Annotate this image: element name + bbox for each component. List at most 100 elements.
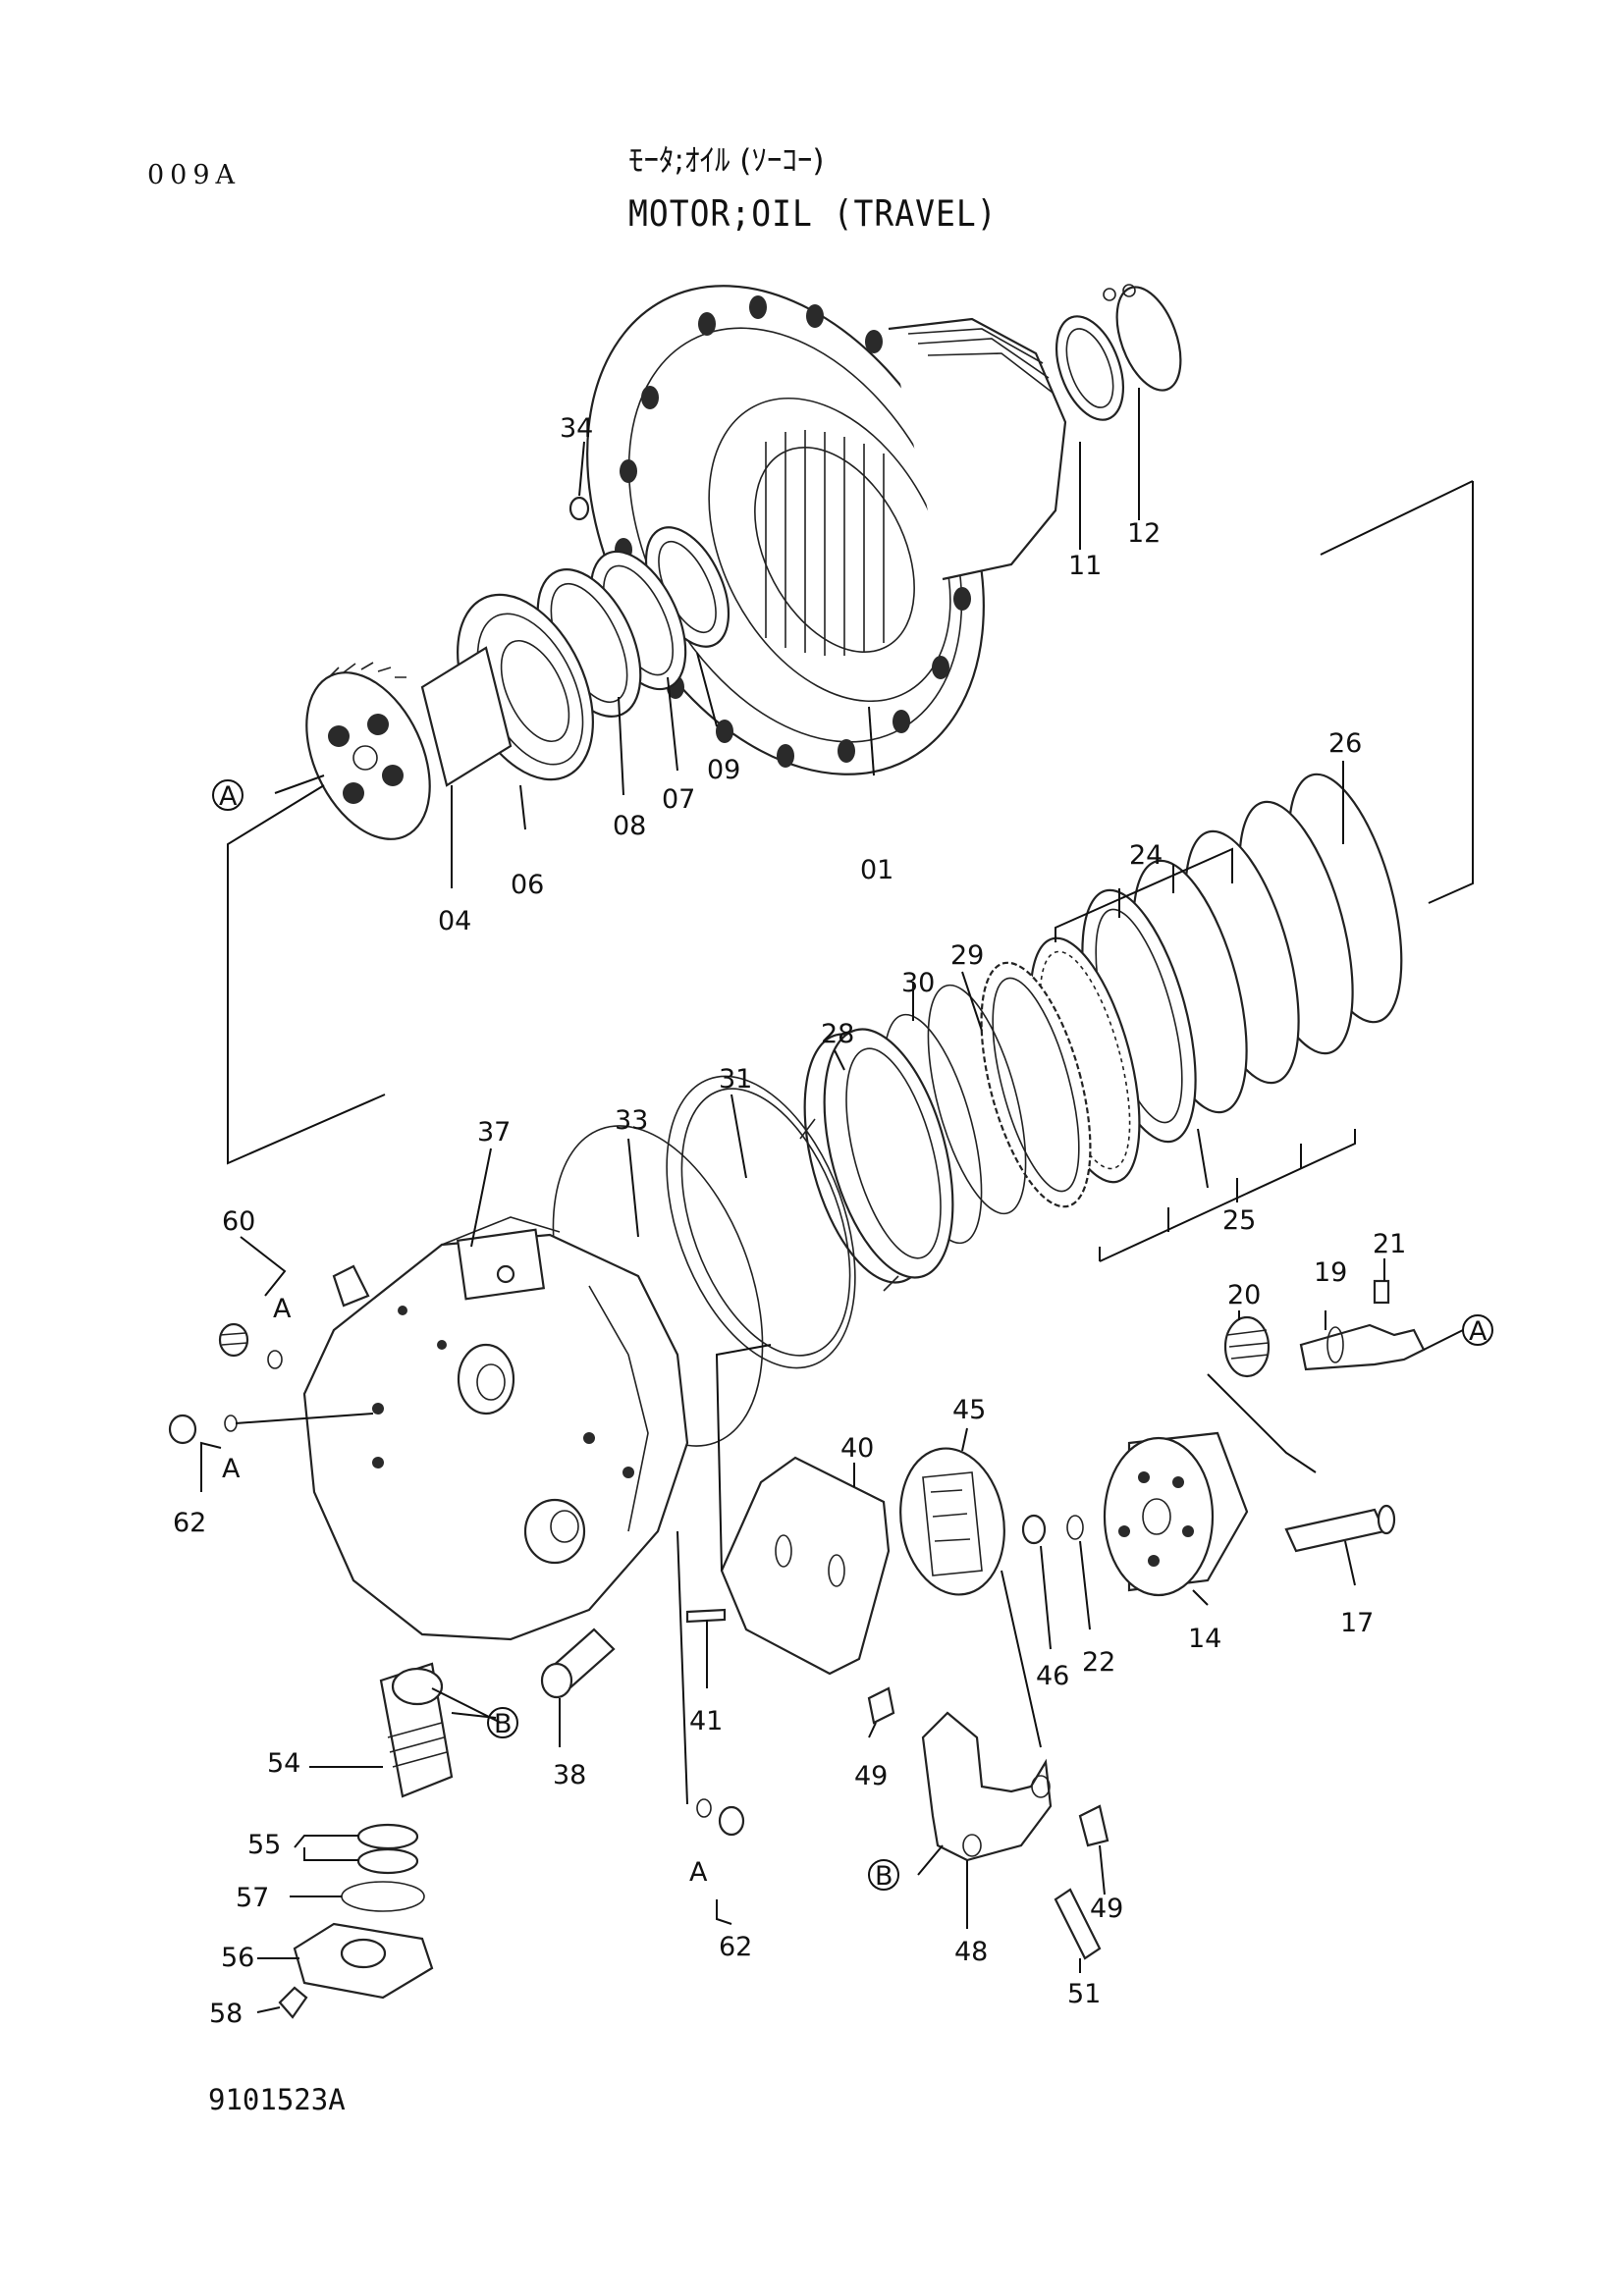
callout-45: 45	[952, 1395, 986, 1425]
part-41-pin	[685, 1608, 727, 1624]
callout-17: 17	[1340, 1608, 1374, 1638]
callout-labels: 34 11 12 01 09 07 08 06 04 26 24 25 29 3…	[173, 413, 1406, 2029]
part-56-flange	[293, 1922, 434, 2000]
callout-46: 46	[1036, 1661, 1069, 1691]
part-60-plug	[218, 1322, 283, 1369]
callout-38: 38	[553, 1760, 586, 1790]
callout-33: 33	[615, 1105, 648, 1136]
reference-circle-a-upper-label: A	[219, 781, 238, 812]
bracket-24	[1055, 847, 1233, 942]
reference-circle-b-right-label: B	[875, 1861, 893, 1892]
leader-lines	[200, 388, 1464, 2013]
callout-41: 41	[689, 1706, 723, 1736]
part-29-ring	[927, 984, 1027, 1215]
reference-bracket-a	[227, 784, 386, 1165]
part-22-snap-ring	[1066, 1515, 1084, 1540]
part-62-plug-right	[676, 1530, 745, 1837]
callout-08: 08	[613, 811, 646, 841]
reference-circle-a-upper	[212, 779, 243, 811]
part-31-ring	[666, 1075, 856, 1369]
callout-07: 07	[662, 784, 695, 815]
reference-circle-b-right	[868, 1859, 899, 1891]
callout-51: 51	[1067, 1979, 1101, 2009]
callout-11: 11	[1068, 551, 1102, 581]
part-12-snap-ring	[1103, 284, 1182, 392]
part-55-washers	[356, 1823, 419, 1875]
callout-20: 20	[1227, 1280, 1261, 1310]
callout-06: 06	[511, 870, 544, 900]
part-51-bolt	[1054, 1888, 1102, 1960]
callout-48: 48	[954, 1937, 988, 1967]
part-28-piston	[799, 1028, 954, 1292]
callout-21: 21	[1373, 1229, 1406, 1259]
reference-circle-a-right-label: A	[1469, 1316, 1488, 1347]
part-45-valve-plate	[899, 1447, 1005, 1596]
callout-62-right: 62	[719, 1932, 752, 1962]
part-49-bolt-a	[867, 1686, 895, 1725]
title-english: MOTOR;OIL (TRAVEL)	[628, 192, 998, 235]
part-58-bolt	[278, 1986, 308, 2019]
note-a-60: A	[273, 1294, 292, 1324]
reference-markers: A A B B A A A	[212, 779, 1493, 1892]
part-38-bolt	[540, 1628, 616, 1699]
callout-49-lower: 49	[1090, 1894, 1123, 1924]
part-34-o-ring	[568, 496, 590, 521]
callout-26: 26	[1328, 728, 1362, 759]
part-40-plate	[720, 1456, 891, 1676]
part-25-mating-plates	[980, 961, 1092, 1208]
callout-30: 30	[901, 968, 935, 998]
callout-14: 14	[1188, 1624, 1221, 1654]
drawing-number: 9101523A	[208, 2083, 346, 2116]
callout-04: 04	[438, 906, 471, 936]
callout-49-upper: 49	[854, 1761, 888, 1791]
callout-01: 01	[860, 855, 893, 885]
part-54-valve-sleeve	[379, 1662, 454, 1798]
note-a-62-right: A	[689, 1857, 708, 1888]
callout-22: 22	[1082, 1647, 1115, 1678]
leader-40-45	[715, 1344, 1042, 1748]
part-11-seal	[1055, 315, 1124, 421]
part-46-ring	[1021, 1514, 1047, 1545]
callout-60: 60	[222, 1206, 255, 1237]
callout-12: 12	[1127, 518, 1161, 549]
reference-circle-b-left-label: B	[494, 1709, 513, 1739]
reference-circle-a-right	[1462, 1314, 1493, 1346]
bracket-25	[1099, 1129, 1356, 1262]
callout-57: 57	[236, 1883, 269, 1913]
callout-54: 54	[267, 1748, 300, 1779]
callout-40: 40	[840, 1433, 874, 1464]
callout-09: 09	[707, 755, 740, 785]
callout-29: 29	[950, 940, 984, 971]
callout-55: 55	[247, 1830, 281, 1860]
reference-bracket-26	[1320, 480, 1474, 904]
callout-58: 58	[209, 1999, 243, 2029]
part-48-bracket	[921, 1711, 1053, 1862]
part-17-shaft	[1284, 1504, 1396, 1553]
callout-62-left: 62	[173, 1508, 206, 1538]
callout-28: 28	[821, 1019, 854, 1049]
part-37-motor-body	[302, 1216, 689, 1641]
part-19-valve	[1299, 1323, 1426, 1371]
leader-14-17	[1207, 1373, 1317, 1473]
part-14-cylinder-block	[1103, 1431, 1249, 1597]
callout-31: 31	[719, 1064, 752, 1095]
note-a-62-left: A	[222, 1454, 241, 1484]
part-21-pin	[1373, 1279, 1390, 1305]
part-49-bolt-b	[1078, 1804, 1109, 1847]
part-57-o-ring	[341, 1881, 425, 1912]
callout-24: 24	[1129, 840, 1163, 871]
part-62-plug-left	[168, 1413, 374, 1445]
part-01-housing	[586, 285, 1067, 775]
callout-34: 34	[560, 413, 593, 444]
callout-56: 56	[221, 1943, 254, 1973]
part-20-spring	[1223, 1315, 1271, 1378]
title-japanese: ﾓｰﾀ;ｵｲﾙ (ｿｰｺｰ)	[628, 143, 825, 179]
reference-circle-b-left	[487, 1707, 518, 1738]
callout-37: 37	[477, 1117, 511, 1148]
page-code: 009A	[147, 160, 242, 190]
callout-25: 25	[1222, 1205, 1256, 1236]
part-04-gear-shaft	[305, 646, 513, 840]
callout-19: 19	[1314, 1257, 1347, 1288]
